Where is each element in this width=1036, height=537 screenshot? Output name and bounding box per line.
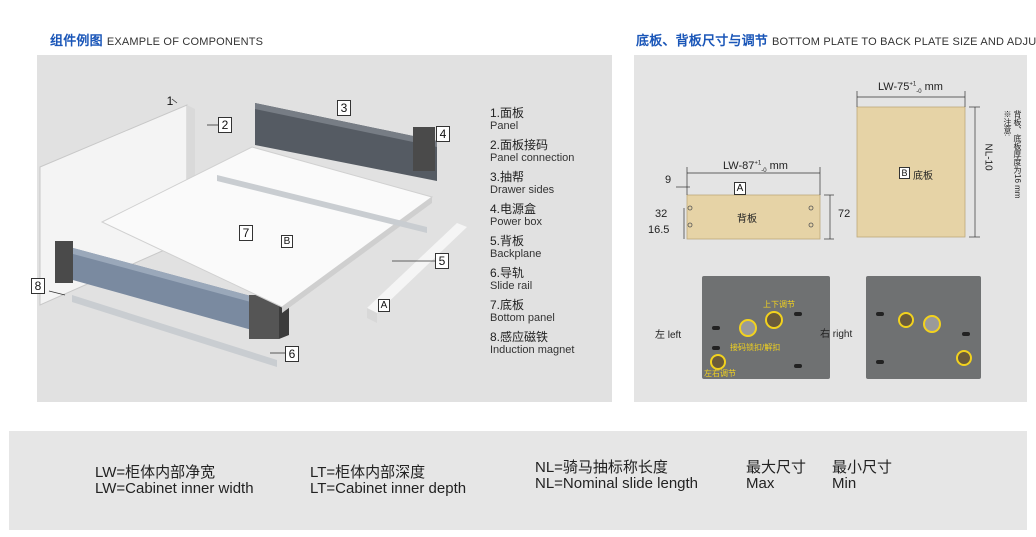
legend-max-en: Max — [746, 475, 775, 492]
right-adjust-photo — [866, 276, 981, 379]
legend-min-en: Min — [832, 475, 857, 492]
callout-3: 3 — [337, 100, 351, 116]
bottom-width-value: LW-75 — [878, 81, 910, 93]
component-zh: 4.电源盒 — [490, 202, 537, 216]
component-zh: 3.抽帮 — [490, 170, 525, 184]
component-en: Drawer sides — [490, 184, 555, 196]
callout-8: 8 — [31, 278, 45, 294]
back-plate-mark: A — [378, 299, 390, 312]
callout-2: 2 — [218, 117, 232, 133]
component-zh: 8.感应磁铁 — [490, 330, 549, 344]
component-en: Induction magnet — [490, 344, 575, 356]
component-zh: 7.底板 — [490, 298, 525, 312]
component-en: Power box — [490, 216, 542, 228]
back-width-unit: mm — [769, 160, 788, 172]
left-right-adjust-label: 左右调节 — [704, 369, 736, 378]
legend-lw: LW=柜体内部净宽 LW=Cabinet inner width — [95, 465, 254, 497]
back-height-dim: 72 — [838, 208, 851, 220]
bottom-depth-dim: NL-10 — [982, 143, 994, 171]
back-plate-width-dim: LW-87+1-0 mm — [723, 160, 788, 174]
legend-panel — [9, 431, 1027, 530]
bottom-plate-label: 底板 — [913, 171, 933, 182]
components-panel — [37, 55, 612, 402]
legend-lw-zh: LW=柜体内部净宽 — [95, 464, 216, 481]
left-adjust-photo — [702, 276, 830, 379]
legend-nl-en: NL=Nominal slide length — [535, 475, 699, 492]
component-zh: 6.导轨 — [490, 266, 525, 280]
plate-dimension-drawing — [676, 91, 980, 240]
note-title: ※注意: — [1003, 110, 1012, 137]
hole-dim-a: 32 — [655, 208, 668, 220]
component-en: Panel — [490, 120, 519, 132]
legend-lt-en: LT=Cabinet inner depth — [310, 480, 467, 497]
components-title-zh: 组件例图 — [50, 33, 103, 48]
left-adjust-graphic — [710, 311, 802, 370]
bottom-plate-width-dim: LW-75+1-0 mm — [878, 81, 943, 95]
size-adjust-title-en: BOTTOM PLATE TO BACK PLATE SIZE AND ADJU… — [772, 36, 1036, 48]
component-en: Bottom panel — [490, 312, 555, 324]
legend-lt: LT=柜体内部深度 LT=Cabinet inner depth — [310, 465, 466, 497]
bottom-tol-top: +1 — [909, 81, 917, 88]
legend-lw-en: LW=Cabinet inner width — [95, 480, 254, 497]
right-adjust-graphic — [876, 312, 972, 366]
bottom-plate-box-mark: B — [899, 167, 910, 179]
hole-dim-b: 16.5 — [648, 224, 670, 236]
drawer-exploded-illustration — [39, 98, 467, 367]
back-plate-box-mark: A — [734, 182, 746, 195]
back-width-value: LW-87 — [723, 160, 755, 172]
component-zh: 2.面板接码 — [490, 138, 549, 152]
bottom-tol-bottom: -0 — [916, 89, 922, 96]
components-title-en: EXAMPLE OF COMPONENTS — [106, 36, 264, 48]
legend-lt-zh: LT=柜体内部深度 — [310, 464, 426, 481]
right-side-label: 右 right — [820, 329, 853, 340]
size-adjust-title-zh: 底板、背板尺寸与调节 — [636, 33, 769, 48]
bottom-plate-mark: B — [281, 235, 293, 248]
callout-4: 4 — [436, 126, 450, 142]
legend-min: 最小尺寸 Min — [832, 460, 892, 492]
up-down-adjust-label: 上下调节 — [763, 300, 795, 309]
legend-nl: NL=骑马抽标称长度 NL=Nominal slide length — [535, 460, 698, 492]
callout-6: 6 — [285, 346, 299, 362]
legend-min-zh: 最小尺寸 — [832, 459, 893, 476]
bottom-width-unit: mm — [924, 81, 943, 93]
back-plate-label: 背板 — [737, 214, 757, 225]
component-en: Panel connection — [490, 152, 575, 164]
callout-5: 5 — [435, 253, 449, 269]
legend-nl-zh: NL=骑马抽标称长度 — [535, 459, 668, 476]
component-zh: 5.背板 — [490, 234, 525, 248]
offset-dim: 9 — [665, 174, 672, 186]
note-text: 背板、底板厚度为16 mm — [1013, 110, 1022, 199]
lock-unlock-label: 接码锁扣/解扣 — [730, 343, 781, 352]
callout-1: 1 — [166, 94, 174, 108]
legend-max: 最大尺寸 Max — [746, 460, 806, 492]
back-tol-bottom: -0 — [761, 168, 767, 175]
callout-7: 7 — [239, 225, 253, 241]
legend-max-zh: 最大尺寸 — [746, 459, 807, 476]
component-en: Backplane — [490, 248, 542, 260]
component-en: Slide rail — [490, 280, 533, 292]
back-tol-top: +1 — [754, 160, 762, 167]
left-side-label: 左 left — [655, 330, 682, 341]
component-zh: 1.面板 — [490, 106, 525, 120]
